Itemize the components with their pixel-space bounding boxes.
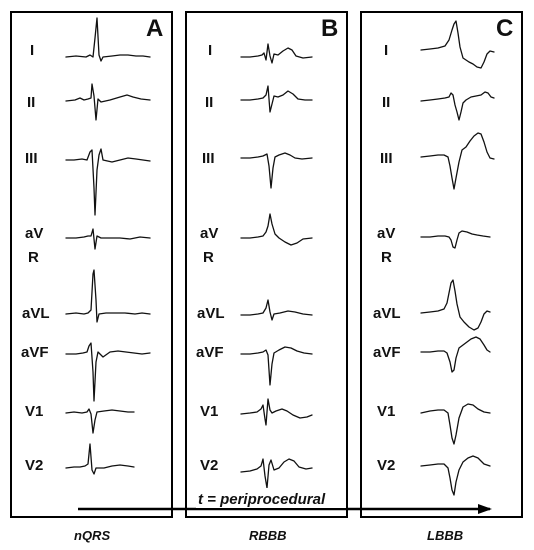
panel-b-frame (185, 11, 348, 518)
ecg-trace (420, 20, 495, 69)
time-label-background (196, 488, 346, 508)
ecg-trace (65, 17, 151, 62)
lead-label: R (28, 249, 39, 266)
ecg-trace (420, 132, 495, 190)
ecg-trace (65, 148, 151, 216)
ecg-trace (240, 299, 313, 321)
panel-a-lead-labels: I II III aV R aVL aVF V1 V2 (21, 42, 50, 474)
lead-label: aVF (21, 344, 49, 361)
panel-b-lead-labels: I II III aV R aVL aVF V1 V2 (196, 42, 225, 474)
lead-label: R (381, 249, 392, 266)
ecg-trace (420, 91, 495, 121)
lead-label: aV (377, 225, 395, 242)
lead-label: aVF (373, 344, 401, 361)
ecg-trace (420, 279, 491, 331)
panel-a-letter: A (146, 15, 163, 42)
ecg-trace (240, 43, 313, 64)
lead-label: aV (25, 225, 43, 242)
lead-label: III (380, 150, 393, 167)
ecg-trace (240, 152, 313, 189)
lead-label: V1 (25, 403, 43, 420)
ecg-trace (65, 443, 135, 475)
ecg-trace (65, 228, 151, 250)
lead-label: R (203, 249, 214, 266)
panel-c-letter: C (496, 15, 513, 42)
ecg-trace (65, 342, 151, 402)
ecg-trace (420, 455, 491, 496)
lead-label: III (202, 150, 215, 167)
ecg-trace (420, 230, 491, 249)
panel-c-caption: LBBB (427, 528, 463, 543)
lead-label: II (27, 94, 35, 111)
lead-label: V2 (25, 457, 43, 474)
panel-a-caption: nQRS (74, 528, 110, 543)
lead-label: V1 (377, 403, 395, 420)
ecg-trace (240, 458, 313, 489)
ecg-trace (65, 408, 135, 434)
lead-label: I (208, 42, 212, 59)
lead-label: V1 (200, 403, 218, 420)
lead-label: aVL (373, 305, 401, 322)
lead-label: V2 (200, 457, 218, 474)
ecg-trace (420, 336, 491, 373)
panel-b-caption: RBBB (249, 528, 287, 543)
ecg-trace (240, 85, 313, 113)
panel-c-traces (420, 20, 495, 496)
lead-label: V2 (377, 457, 395, 474)
ecg-trace (65, 269, 151, 323)
panel-c-frame (360, 11, 523, 518)
lead-label: I (30, 42, 34, 59)
panel-a-traces (65, 17, 151, 475)
time-axis-label: t = periprocedural (198, 491, 326, 508)
panel-b-letter: B (321, 15, 338, 42)
lead-label: aVL (197, 305, 225, 322)
lead-label: aVL (22, 305, 50, 322)
panel-b-traces (240, 43, 313, 489)
lead-label: II (205, 94, 213, 111)
lead-label: III (25, 150, 38, 167)
panel-c-lead-labels: I II III aV R aVL aVF V1 V2 (373, 42, 401, 474)
ecg-trace (240, 213, 313, 246)
ecg-trace (240, 398, 313, 426)
ecg-trace (420, 403, 491, 445)
lead-label: aV (200, 225, 218, 242)
lead-label: aVF (196, 344, 224, 361)
ecg-trace (240, 346, 313, 386)
panel-a-frame (10, 11, 173, 518)
lead-label: II (382, 94, 390, 111)
ecg-trace (65, 83, 151, 121)
lead-label: I (384, 42, 388, 59)
